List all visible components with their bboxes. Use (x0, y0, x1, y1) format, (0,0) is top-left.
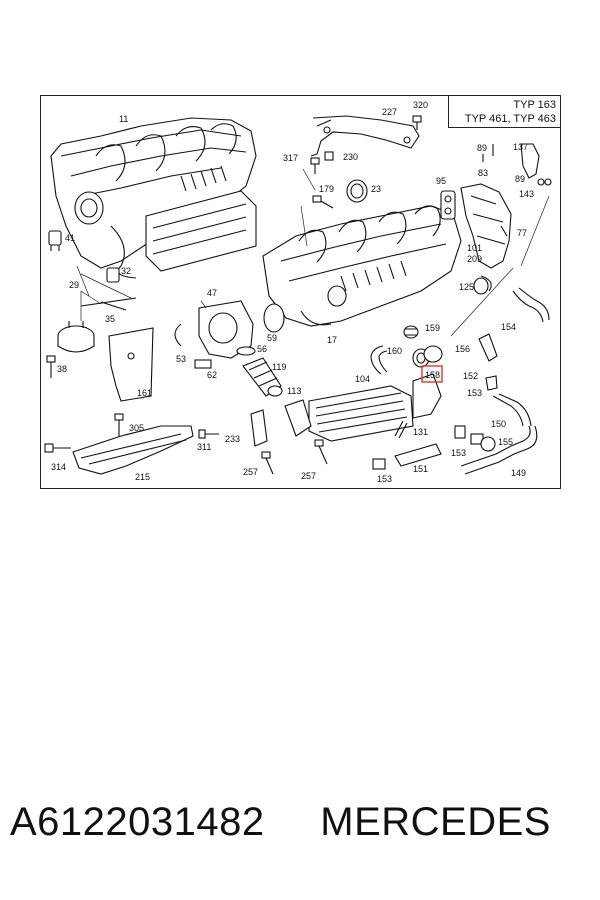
callout-83: 83 (478, 168, 488, 178)
sensor-41 (48, 230, 62, 251)
callout-77: 77 (517, 228, 527, 238)
part-caption: A6122031482 MERCEDES (10, 800, 590, 860)
callout-314: 314 (51, 462, 66, 472)
part-number: A6122031482 (10, 800, 265, 844)
callout-179: 179 (319, 184, 334, 194)
bracket-233 (250, 409, 328, 475)
callout-35: 35 (105, 314, 115, 324)
callout-41: 41 (65, 233, 75, 243)
callout-305: 305 (129, 423, 144, 433)
throttle-47 (174, 300, 285, 369)
callout-230: 230 (343, 152, 358, 162)
callout-320: 320 (413, 100, 428, 110)
callout-257-right: 257 (301, 471, 316, 481)
callout-156: 156 (455, 344, 470, 354)
callout-154: 154 (501, 322, 516, 332)
highlight-158 (421, 365, 443, 383)
callout-149: 149 (511, 468, 526, 478)
callout-23: 23 (371, 184, 381, 194)
egr-cooler-104 (284, 345, 442, 442)
callout-95: 95 (436, 176, 446, 186)
intake-manifold-11 (50, 117, 257, 279)
callout-53: 53 (176, 354, 186, 364)
callout-119: 119 (272, 362, 286, 372)
model-type-box: TYP 163 TYP 461, TYP 463 (448, 96, 560, 128)
callout-125: 125 (459, 282, 474, 292)
callout-317: 317 (283, 153, 298, 163)
hose-119 (242, 357, 283, 397)
callout-153-bottom: 153 (377, 474, 392, 484)
small-bolts-top (310, 115, 508, 237)
callout-227: 227 (382, 107, 397, 117)
callout-89-top: 89 (477, 143, 487, 153)
callout-47: 47 (207, 288, 217, 298)
callout-161: 161 (137, 388, 152, 398)
callout-17: 17 (327, 335, 337, 345)
callout-158: 158 (425, 370, 440, 380)
heat-shield-215 (44, 413, 219, 475)
callout-159: 159 (425, 323, 440, 333)
callout-101: 101 (467, 243, 482, 253)
parts-diagram: 11 227 320 317 230 179 23 95 89 137 83 8… (40, 95, 561, 489)
callout-209: 209 (467, 254, 482, 264)
callout-137: 137 (513, 142, 528, 152)
gasket-95 (440, 190, 456, 220)
clamp-160 (403, 325, 443, 368)
brand-name: MERCEDES (320, 800, 551, 844)
callout-311: 311 (197, 442, 211, 452)
callout-32: 32 (121, 266, 131, 276)
callout-56: 56 (257, 344, 267, 354)
valve-assembly-29 (46, 267, 137, 378)
callout-257-left: 257 (243, 467, 258, 477)
model-type-line-2: TYP 461, TYP 463 (464, 113, 556, 125)
gasket-23 (346, 179, 368, 203)
callout-150: 150 (491, 419, 506, 429)
callout-152: 152 (463, 371, 478, 381)
exploded-view-drawing: 11 227 320 317 230 179 23 95 89 137 83 8… (44, 100, 552, 484)
bolts-131 (372, 420, 442, 470)
callout-89-right: 89 (515, 174, 525, 184)
bracket-161 (108, 327, 154, 402)
callout-11: 11 (119, 114, 128, 124)
callout-38: 38 (57, 364, 67, 374)
callout-153-upper: 153 (467, 388, 482, 398)
fittings-right (454, 333, 538, 475)
egr-bracket-77 (460, 143, 552, 269)
callout-215: 215 (135, 472, 150, 482)
hose-154 (473, 275, 550, 323)
callout-29: 29 (69, 280, 79, 290)
model-type-line-1: TYP 163 (513, 99, 556, 111)
callout-62: 62 (207, 370, 217, 380)
callout-143: 143 (519, 189, 534, 199)
intake-manifold-17 (262, 205, 462, 327)
callout-59: 59 (267, 333, 277, 343)
bracket-227 (310, 115, 420, 157)
leader-lines (76, 168, 550, 337)
callout-104: 104 (355, 374, 370, 384)
callout-151: 151 (413, 464, 428, 474)
callout-155: 155 (498, 437, 513, 447)
callout-131: 131 (413, 427, 428, 437)
callout-153-right: 153 (451, 448, 466, 458)
callout-113: 113 (287, 386, 301, 396)
callout-160: 160 (387, 346, 402, 356)
callout-233: 233 (225, 434, 240, 444)
